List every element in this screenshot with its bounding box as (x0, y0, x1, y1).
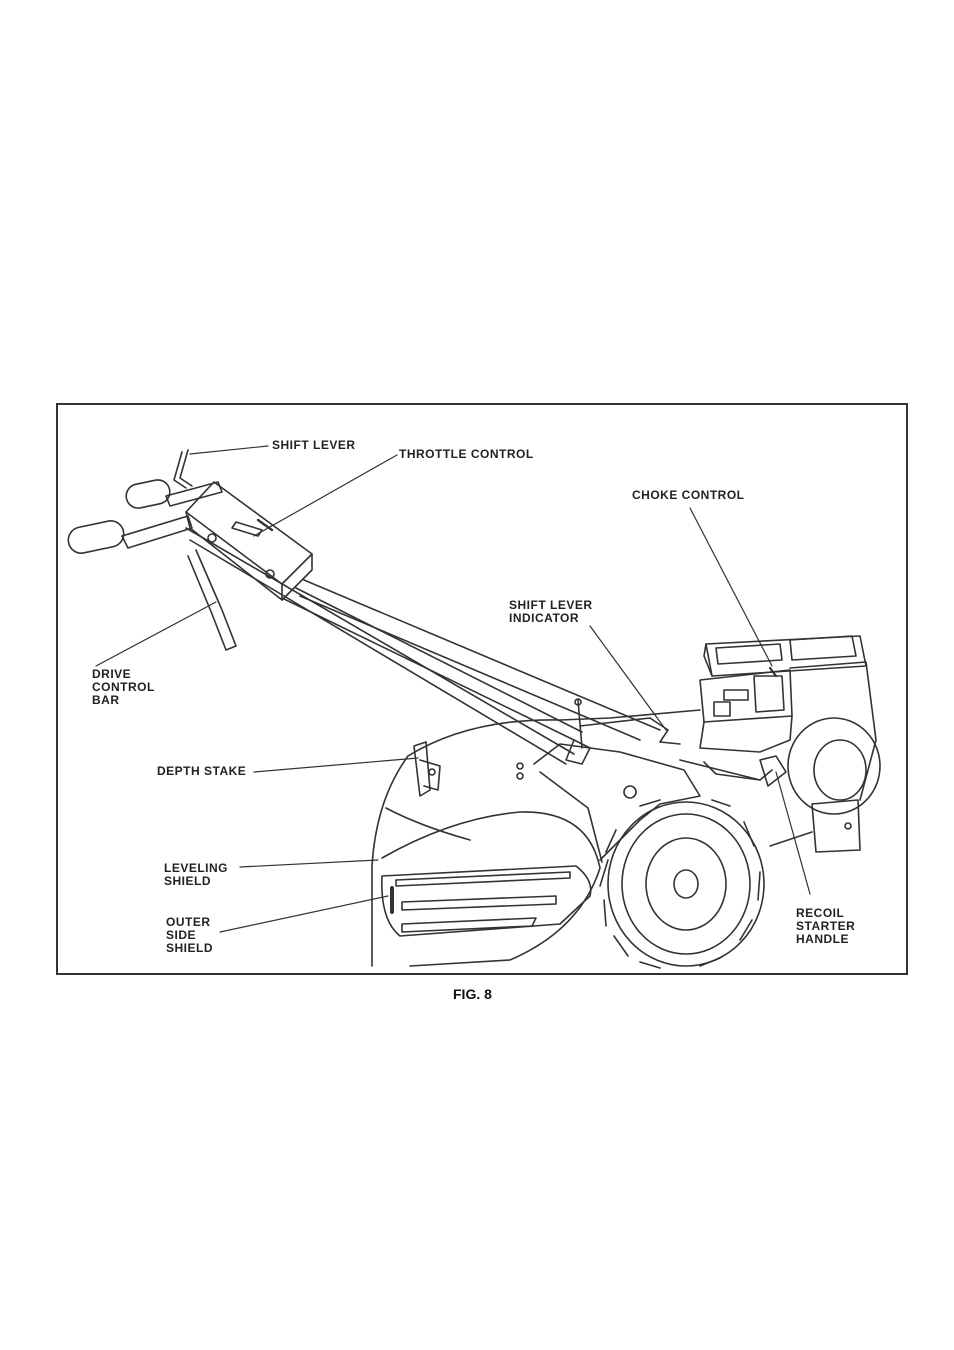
label-recoil-starter-handle: RECOIL STARTER HANDLE (796, 907, 855, 946)
engine (700, 636, 880, 852)
label-drive-control-bar: DRIVE CONTROL BAR (92, 668, 155, 707)
handle-grips (66, 478, 222, 556)
leader-lines (96, 446, 810, 932)
shift-lever-part (174, 450, 192, 488)
label-outer-side-shield: OUTER SIDE SHIELD (166, 916, 213, 955)
label-shift-lever: SHIFT LEVER (272, 439, 356, 452)
wheel (600, 800, 764, 968)
label-choke-control: CHOKE CONTROL (632, 489, 745, 502)
figure-caption: FIG. 8 (453, 986, 492, 1002)
label-throttle-control: THROTTLE CONTROL (399, 448, 534, 461)
frame-linkage (580, 718, 812, 846)
drive-control-bar-part (188, 550, 236, 650)
handlebar-tubes (186, 528, 660, 764)
label-depth-stake: DEPTH STAKE (157, 765, 246, 778)
tine-hood (372, 710, 700, 966)
label-shift-lever-indicator: SHIFT LEVER INDICATOR (509, 599, 593, 625)
control-console (186, 482, 312, 600)
label-leveling-shield: LEVELING SHIELD (164, 862, 228, 888)
